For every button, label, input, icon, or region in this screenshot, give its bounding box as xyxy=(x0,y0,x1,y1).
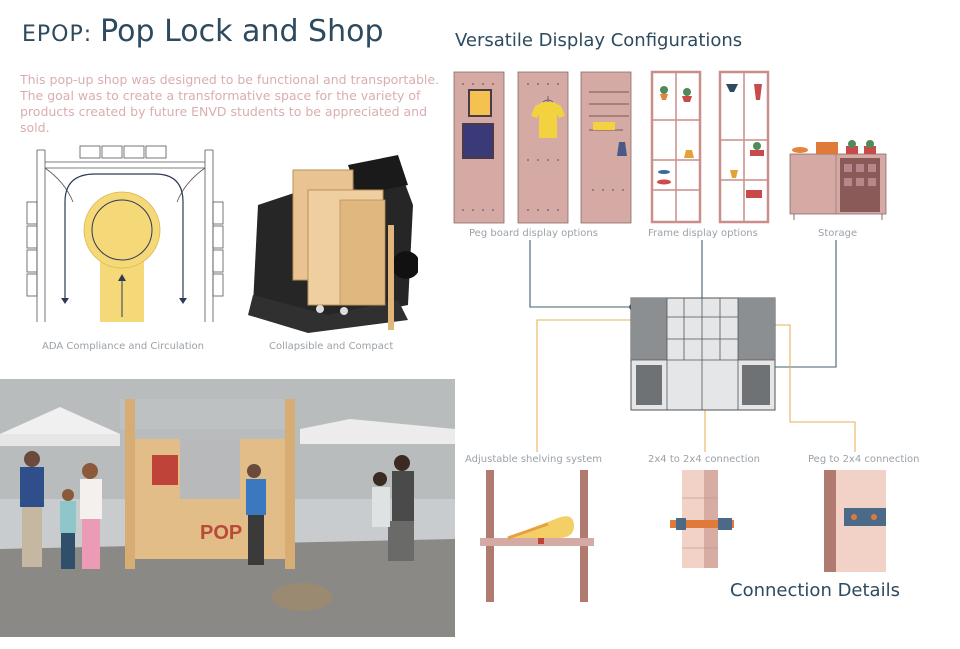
truck-image xyxy=(248,155,418,333)
plant-icon xyxy=(660,94,668,100)
ada-plan-diagram xyxy=(26,145,224,322)
section-title: Versatile Display Configurations xyxy=(455,30,743,51)
caption-shelving: Adjustable shelving system xyxy=(465,454,603,465)
title-separator: : xyxy=(83,22,101,47)
vase-icon xyxy=(617,142,627,156)
project-description: This pop-up shop was designed to be func… xyxy=(20,72,440,135)
connection-details-title: Connection Details xyxy=(730,580,900,601)
pop-sign: POP xyxy=(200,522,242,544)
caption-collapsible: Collapsible and Compact xyxy=(269,341,394,352)
shirt-icon xyxy=(531,102,565,138)
pegboard-panels xyxy=(453,71,632,224)
peg-connection-detail xyxy=(824,470,886,572)
title-main: Pop Lock and Shop xyxy=(100,14,384,49)
page-title: EPOP: Pop Lock and Shop xyxy=(22,14,384,49)
pop-up-photo: POP xyxy=(0,379,455,637)
caption-frame: Frame display options xyxy=(648,228,758,239)
caption-peg-connection: Peg to 2x4 connection xyxy=(808,454,920,465)
shelving-detail xyxy=(480,470,594,602)
storage-cabinet xyxy=(789,140,887,220)
caption-ada: ADA Compliance and Circulation xyxy=(42,341,204,352)
2x4-connection-detail xyxy=(670,470,734,568)
title-prefix: EPOP xyxy=(22,22,84,47)
frame-display-units xyxy=(650,70,770,224)
caption-2x4-connection: 2x4 to 2x4 connection xyxy=(648,454,760,465)
caption-storage: Storage xyxy=(818,228,858,239)
caption-pegboard: Peg board display options xyxy=(469,228,598,239)
assembled-elevation xyxy=(630,297,776,411)
